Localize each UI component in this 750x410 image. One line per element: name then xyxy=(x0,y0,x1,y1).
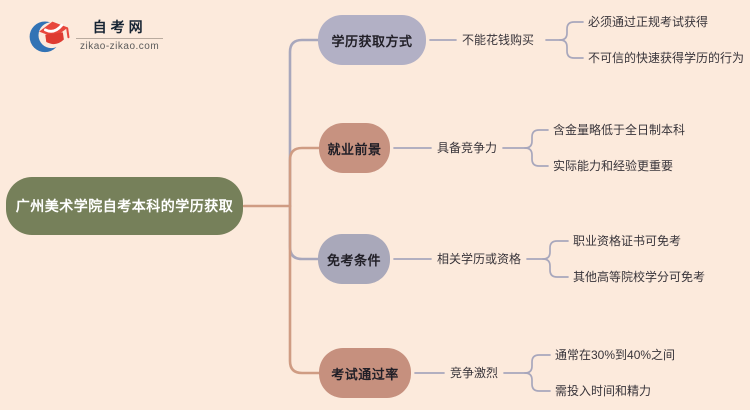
graduation-cap-icon xyxy=(29,21,70,53)
branch-1-leaf-label: 必须通过正规考试获得 xyxy=(588,15,709,29)
branch-label: 免考条件 xyxy=(326,252,381,268)
branch-3-subtopic-label: 相关学历或资格 xyxy=(437,252,522,266)
branch-label: 学历获取方式 xyxy=(331,33,413,49)
branch-2-trunk-line xyxy=(288,146,321,208)
branch-label: 考试通过率 xyxy=(331,366,399,382)
branch-4-leaf-label: 需投入时间和精力 xyxy=(555,384,652,398)
branch-2-leaf-label: 实际能力和经验更重要 xyxy=(553,159,674,173)
root-topic-node: 广州美术学院自考本科的学历获取 xyxy=(6,177,243,235)
branch-node-pass-rate: 考试通过率 xyxy=(319,348,411,398)
branch-4-leaf-label: 通常在30%到40%之间 xyxy=(555,348,676,362)
branch-3-leaf-label: 职业资格证书可免考 xyxy=(573,234,682,248)
root-topic-label: 广州美术学院自考本科的学历获取 xyxy=(15,198,234,214)
branch-2-subtopic-label: 具备竞争力 xyxy=(437,141,498,155)
branch-4-subtopic-label: 竞争激烈 xyxy=(450,366,499,380)
branch-1-leaf-label: 不可信的快速获得学历的行为 xyxy=(588,51,745,65)
branch-label: 就业前景 xyxy=(327,141,382,157)
branch-node-degree-acquisition: 学历获取方式 xyxy=(318,15,426,65)
branch-1-trunk-line xyxy=(288,38,320,208)
logo-title: 自考网 xyxy=(92,19,147,35)
site-logo: 自考网 zikao-zikao.com xyxy=(28,16,164,56)
branch-4-trunk-line xyxy=(288,204,321,375)
branch-node-employment-prospects: 就业前景 xyxy=(319,123,390,173)
branch-2-leaf-label: 含金量略低于全日制本科 xyxy=(553,123,686,137)
branch-3-trunk-line xyxy=(288,204,320,261)
branch-3-leaf-label: 其他高等院校学分可免考 xyxy=(573,270,706,284)
logo-domain: zikao-zikao.com xyxy=(76,38,164,53)
branch-node-exemption-conditions: 免考条件 xyxy=(318,234,390,284)
branch-1-subtopic-label: 不能花钱购买 xyxy=(462,33,535,47)
